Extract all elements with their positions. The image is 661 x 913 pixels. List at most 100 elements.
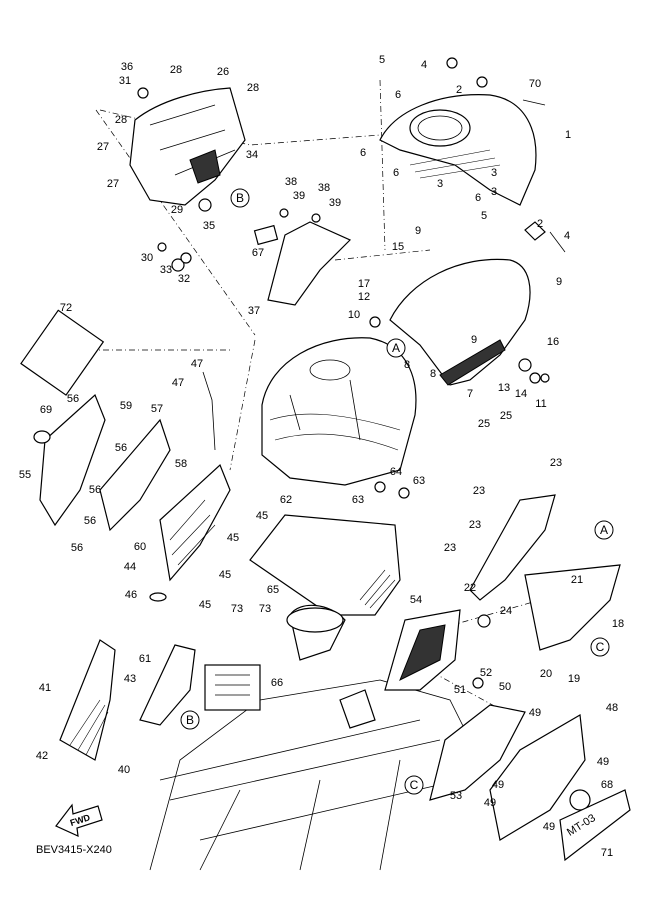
callout-23: 23 — [469, 519, 481, 531]
callout-28: 28 — [247, 82, 259, 94]
callout-49: 49 — [543, 821, 555, 833]
callout-63: 63 — [352, 494, 364, 506]
callout-66: 66 — [271, 677, 283, 689]
ref-marker-c-bottom: C — [404, 775, 424, 795]
callout-72: 72 — [60, 302, 72, 314]
callout-39: 39 — [293, 190, 305, 202]
callout-24: 24 — [500, 605, 512, 617]
callout-67: 67 — [252, 247, 264, 259]
callout-69: 69 — [40, 404, 52, 416]
callout-9: 9 — [471, 334, 477, 346]
frame — [149, 664, 481, 871]
callout-45: 45 — [199, 599, 211, 611]
callout-43: 43 — [124, 673, 136, 685]
ref-marker-c-right: C — [590, 637, 610, 657]
callout-28: 28 — [115, 114, 127, 126]
callout-36: 36 — [121, 61, 133, 73]
callout-51: 51 — [454, 684, 466, 696]
callout-42: 42 — [36, 750, 48, 762]
callout-2: 2 — [456, 84, 462, 96]
fwd-arrow-icon: FWD — [55, 803, 103, 837]
callout-73: 73 — [259, 603, 271, 615]
callout-56: 56 — [67, 393, 79, 405]
callout-2: 2 — [537, 218, 543, 230]
callout-63: 63 — [413, 475, 425, 487]
callout-27: 27 — [107, 178, 119, 190]
callout-7: 7 — [467, 388, 473, 400]
callout-49: 49 — [492, 779, 504, 791]
callout-49: 49 — [484, 797, 496, 809]
callout-33: 33 — [160, 264, 172, 276]
callout-49: 49 — [597, 756, 609, 768]
callout-25: 25 — [500, 410, 512, 422]
callout-53: 53 — [450, 790, 462, 802]
ref-letter: B — [186, 713, 194, 727]
callout-5: 5 — [481, 210, 487, 222]
ref-letter: A — [392, 341, 400, 355]
callout-56: 56 — [84, 515, 96, 527]
callout-46: 46 — [125, 589, 137, 601]
callout-49: 49 — [529, 707, 541, 719]
ref-marker-a-right: A — [594, 520, 614, 540]
fuel-tank — [261, 337, 417, 486]
callout-48: 48 — [606, 702, 618, 714]
callout-47: 47 — [172, 377, 184, 389]
callout-56: 56 — [89, 484, 101, 496]
callout-59: 59 — [120, 400, 132, 412]
callout-20: 20 — [540, 668, 552, 680]
left-side-panels — [20, 309, 231, 602]
callout-31: 31 — [119, 75, 131, 87]
callout-60: 60 — [134, 541, 146, 553]
callout-3: 3 — [437, 178, 443, 190]
cowling-bracket — [129, 87, 246, 272]
callout-13: 13 — [498, 382, 510, 394]
callout-38: 38 — [318, 182, 330, 194]
lower-right-panels — [429, 677, 631, 862]
callout-73: 73 — [231, 603, 243, 615]
callout-9: 9 — [556, 276, 562, 288]
callout-61: 61 — [139, 653, 151, 665]
ref-letter: A — [600, 523, 608, 537]
callout-8: 8 — [404, 359, 410, 371]
callout-17: 17 — [358, 278, 370, 290]
callout-44: 44 — [124, 561, 136, 573]
callout-3: 3 — [491, 167, 497, 179]
callout-57: 57 — [151, 403, 163, 415]
callout-52: 52 — [480, 667, 492, 679]
tank-top-cover — [379, 57, 566, 253]
callout-50: 50 — [499, 681, 511, 693]
callout-11: 11 — [535, 398, 546, 410]
callout-23: 23 — [444, 542, 456, 554]
callout-54: 54 — [410, 594, 422, 606]
callout-10: 10 — [348, 309, 360, 321]
callout-12: 12 — [358, 291, 370, 303]
callout-58: 58 — [175, 458, 187, 470]
callout-23: 23 — [550, 457, 562, 469]
callout-4: 4 — [564, 230, 570, 242]
callout-45: 45 — [256, 510, 268, 522]
ref-marker-a-mid: A — [386, 338, 406, 358]
callout-3: 3 — [491, 186, 497, 198]
ref-marker-b-top: B — [230, 188, 250, 208]
callout-26: 26 — [217, 66, 229, 78]
callout-6: 6 — [360, 147, 366, 159]
callout-22: 22 — [464, 582, 476, 594]
callout-71: 71 — [601, 847, 613, 859]
ref-letter: C — [410, 778, 419, 792]
callout-32: 32 — [178, 273, 190, 285]
callout-35: 35 — [203, 220, 215, 232]
callout-38: 38 — [285, 176, 297, 188]
callout-14: 14 — [515, 388, 527, 400]
callout-9: 9 — [415, 225, 421, 237]
callout-4: 4 — [421, 59, 427, 71]
callout-56: 56 — [71, 542, 83, 554]
callout-64: 64 — [390, 466, 402, 478]
callout-19: 19 — [568, 673, 580, 685]
tank-side-cover — [369, 258, 550, 386]
callout-23: 23 — [473, 485, 485, 497]
callout-28: 28 — [170, 64, 182, 76]
callout-41: 41 — [39, 682, 51, 694]
callout-27: 27 — [97, 141, 109, 153]
